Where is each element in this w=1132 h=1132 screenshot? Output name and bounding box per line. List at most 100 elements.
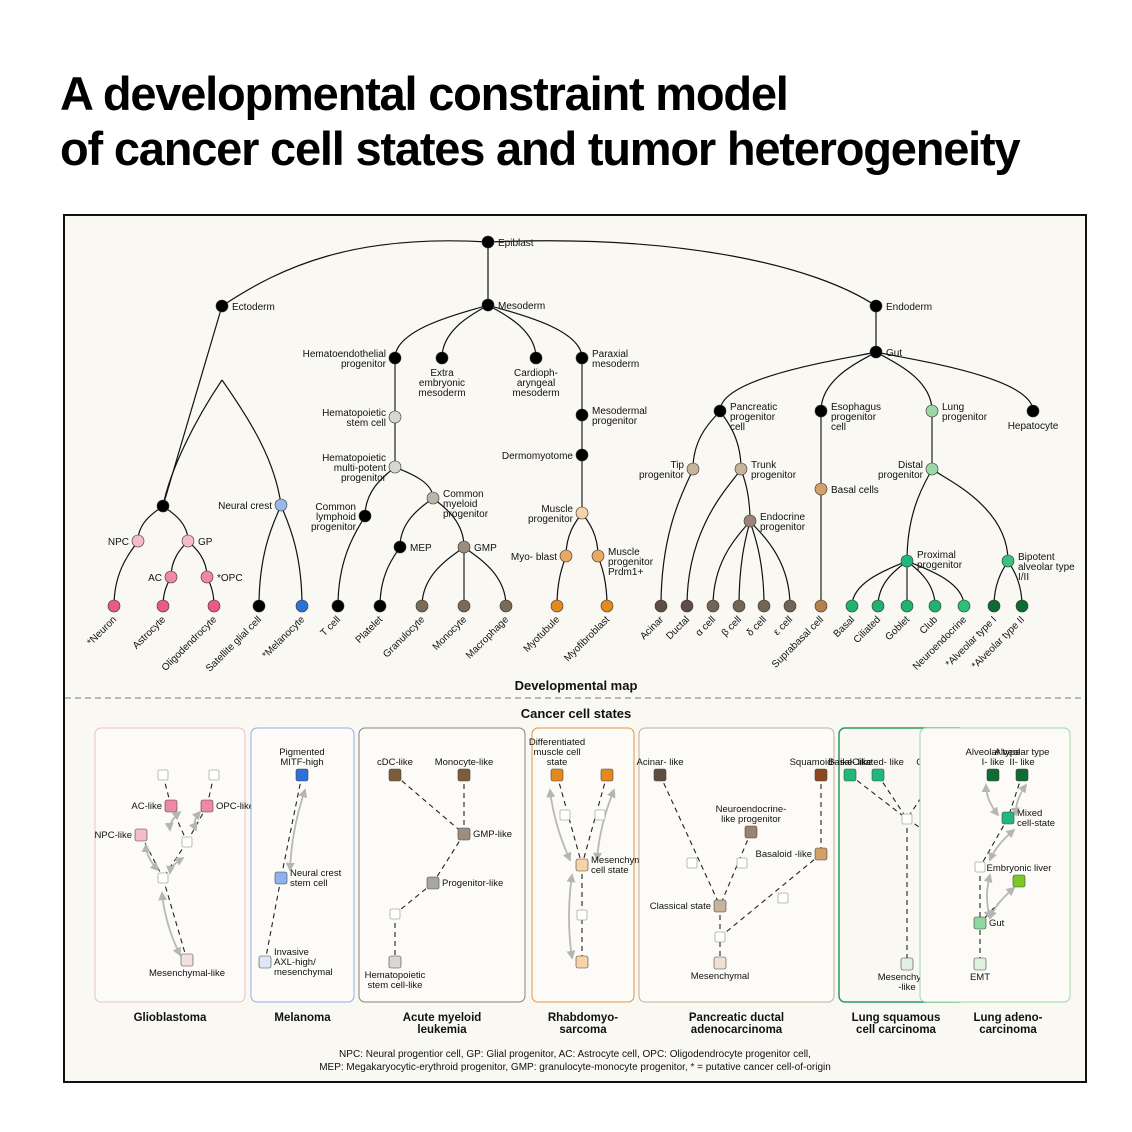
- muscle_prog-marker: [575, 506, 589, 520]
- ectoderm-label: Ectoderm: [232, 302, 275, 313]
- node-ectoderm[interactable]: Ectoderm: [215, 299, 275, 313]
- ectoderm-marker: [215, 299, 229, 313]
- aml-state-3-marker[interactable]: [426, 876, 440, 890]
- gbm-state-2-marker[interactable]: [134, 828, 148, 842]
- pdac-state-1-marker[interactable]: [814, 768, 828, 782]
- astrocyte-marker: [156, 599, 170, 613]
- node-basal_cells[interactable]: Basal cells: [814, 482, 879, 496]
- node-neural_crest[interactable]: Neural crest: [218, 498, 288, 512]
- pdac-state-3-marker[interactable]: [814, 847, 828, 861]
- aml-state-1-marker[interactable]: [457, 768, 471, 782]
- gbm-state-1-marker[interactable]: [200, 799, 214, 813]
- luad-state-label: EMT: [970, 972, 990, 983]
- rms-state-1-marker[interactable]: [600, 768, 614, 782]
- lusc-state-3-marker[interactable]: [900, 957, 914, 971]
- node-gmp[interactable]: GMP: [457, 540, 497, 554]
- rms-plasticity-arrow-1: [593, 788, 616, 862]
- node-endoderm[interactable]: Endoderm: [869, 299, 932, 313]
- gbm-plasticity-arrow-3: [165, 857, 185, 875]
- node-dermomyotome[interactable]: Dermomyotome: [502, 448, 589, 462]
- luad-state-4-marker[interactable]: [973, 916, 987, 930]
- pdac-state-0-marker[interactable]: [653, 768, 667, 782]
- neural_crest-label: Neural crest: [218, 501, 272, 512]
- gp-label: GP: [198, 537, 213, 548]
- cardio-marker: [529, 351, 543, 365]
- aml-state-4-marker[interactable]: [388, 955, 402, 969]
- gbm-state-0-marker[interactable]: [164, 799, 178, 813]
- mel-plasticity-arrow-0: [285, 788, 307, 872]
- luad-state-0-marker[interactable]: [986, 768, 1000, 782]
- node-myoblast[interactable]: Myo- blast: [511, 549, 573, 563]
- mel-state-2-marker[interactable]: [258, 955, 272, 969]
- node-opc[interactable]: *OPC: [200, 570, 243, 584]
- aml-intermediate-state-0: [389, 908, 401, 920]
- pdac-state-5-marker[interactable]: [713, 956, 727, 970]
- node-ac[interactable]: AC: [148, 570, 178, 584]
- aml-state-2-marker[interactable]: [457, 827, 471, 841]
- gbm-state-3-marker[interactable]: [180, 953, 194, 967]
- node-mesoderm[interactable]: Mesoderm: [481, 298, 545, 312]
- rms-state-2-marker[interactable]: [575, 858, 589, 872]
- gbm-state-label: Mesenchymal-like: [149, 968, 225, 979]
- luad-state-2-marker[interactable]: [1001, 811, 1015, 825]
- node-mep[interactable]: MEP: [393, 540, 432, 554]
- node-gp[interactable]: GP: [181, 534, 213, 548]
- lusc-state-1-marker[interactable]: [871, 768, 885, 782]
- mel-state-0-marker[interactable]: [295, 768, 309, 782]
- lusc-state-0-marker[interactable]: [843, 768, 857, 782]
- luad-state-label: Embryonic liver: [987, 863, 1052, 874]
- luad-intermediate-state-0: [974, 861, 986, 873]
- lusc-state-label: Ciliated- like: [852, 757, 904, 768]
- aml-transition-0: [394, 774, 465, 835]
- node-hepatocyte[interactable]: Hepatocyte: [1008, 404, 1059, 432]
- rms-state-0-marker[interactable]: [550, 768, 564, 782]
- hsc-marker: [388, 410, 402, 424]
- luad-state-5-marker[interactable]: [973, 957, 987, 971]
- pdac-state-2-marker[interactable]: [744, 825, 758, 839]
- luad-state-3-marker[interactable]: [1012, 874, 1026, 888]
- aml-state-0-marker[interactable]: [388, 768, 402, 782]
- epsilon-marker: [783, 599, 797, 613]
- mel-state-1-marker[interactable]: [274, 871, 288, 885]
- node-epiblast[interactable]: Epiblast: [481, 235, 534, 249]
- neuroendocrine-marker: [957, 599, 971, 613]
- node-gut[interactable]: Gut: [869, 345, 902, 359]
- rms-state-3-marker[interactable]: [575, 955, 589, 969]
- node-npc[interactable]: NPC: [108, 534, 145, 548]
- luad-state-1-marker[interactable]: [1015, 768, 1029, 782]
- node-ecto_split[interactable]: [156, 499, 170, 513]
- rms-plasticity-arrow-2: [566, 873, 576, 960]
- gut-label: Gut: [886, 348, 902, 359]
- pdac-state-4-marker[interactable]: [713, 899, 727, 913]
